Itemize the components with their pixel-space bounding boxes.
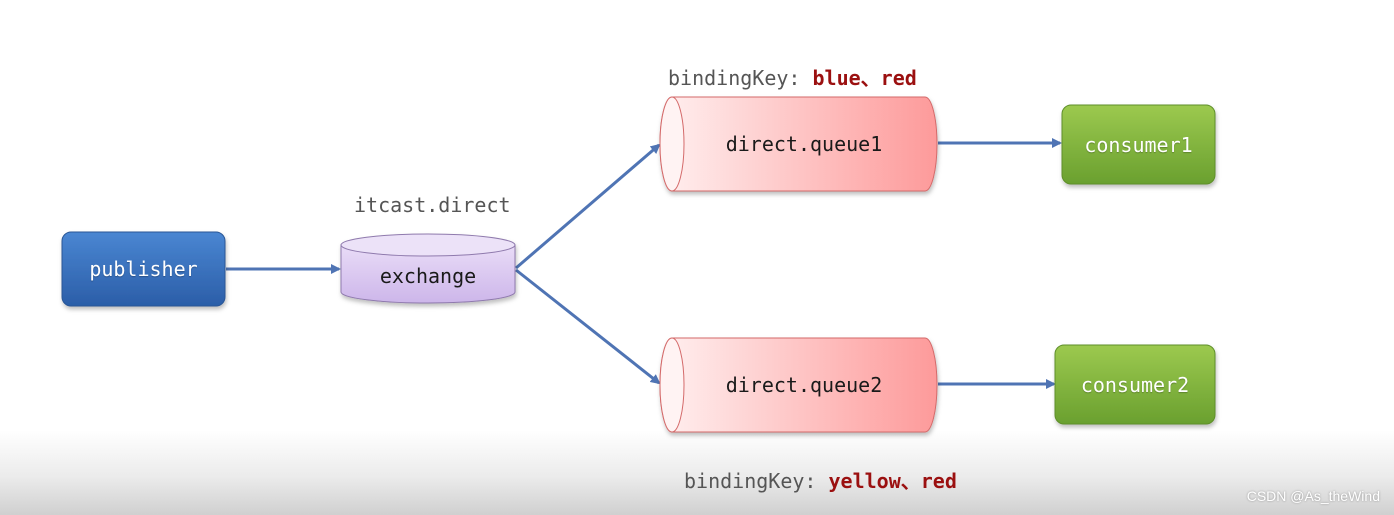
queue1-binding-label: bindingKey: blue、red [668, 62, 917, 91]
binding-key-prefix: bindingKey: [684, 469, 829, 493]
exchange-cylinder [340, 233, 516, 304]
consumer2-label: consumer2 [1080, 372, 1190, 397]
arrow-exchange-queue1 [515, 143, 661, 270]
exchange-label: exchange [379, 264, 477, 288]
publisher-label: publisher [89, 257, 198, 281]
consumer2-box [1054, 344, 1216, 425]
consumer1-box [1061, 104, 1216, 185]
queue1-cylinder [659, 96, 938, 192]
consumer1-label: consumer1 [1084, 132, 1193, 157]
queue2-binding-keys: yellow、red [828, 469, 957, 493]
queue1-binding-keys: blue、red [812, 66, 917, 90]
queue2-binding-label: bindingKey: yellow、red [684, 465, 957, 494]
watermark: CSDN @As_theWind [1246, 488, 1380, 504]
bottom-shadow [0, 430, 1394, 515]
queue1-label: direct.queue1 [725, 132, 883, 156]
exchange-name-label: itcast.direct [354, 193, 511, 217]
queue2-label: direct.queue2 [725, 373, 883, 397]
queue2-cylinder [659, 337, 938, 433]
publisher-box [61, 231, 226, 307]
arrow-exchange-queue2 [515, 268, 661, 385]
binding-key-prefix: bindingKey: [668, 66, 813, 90]
